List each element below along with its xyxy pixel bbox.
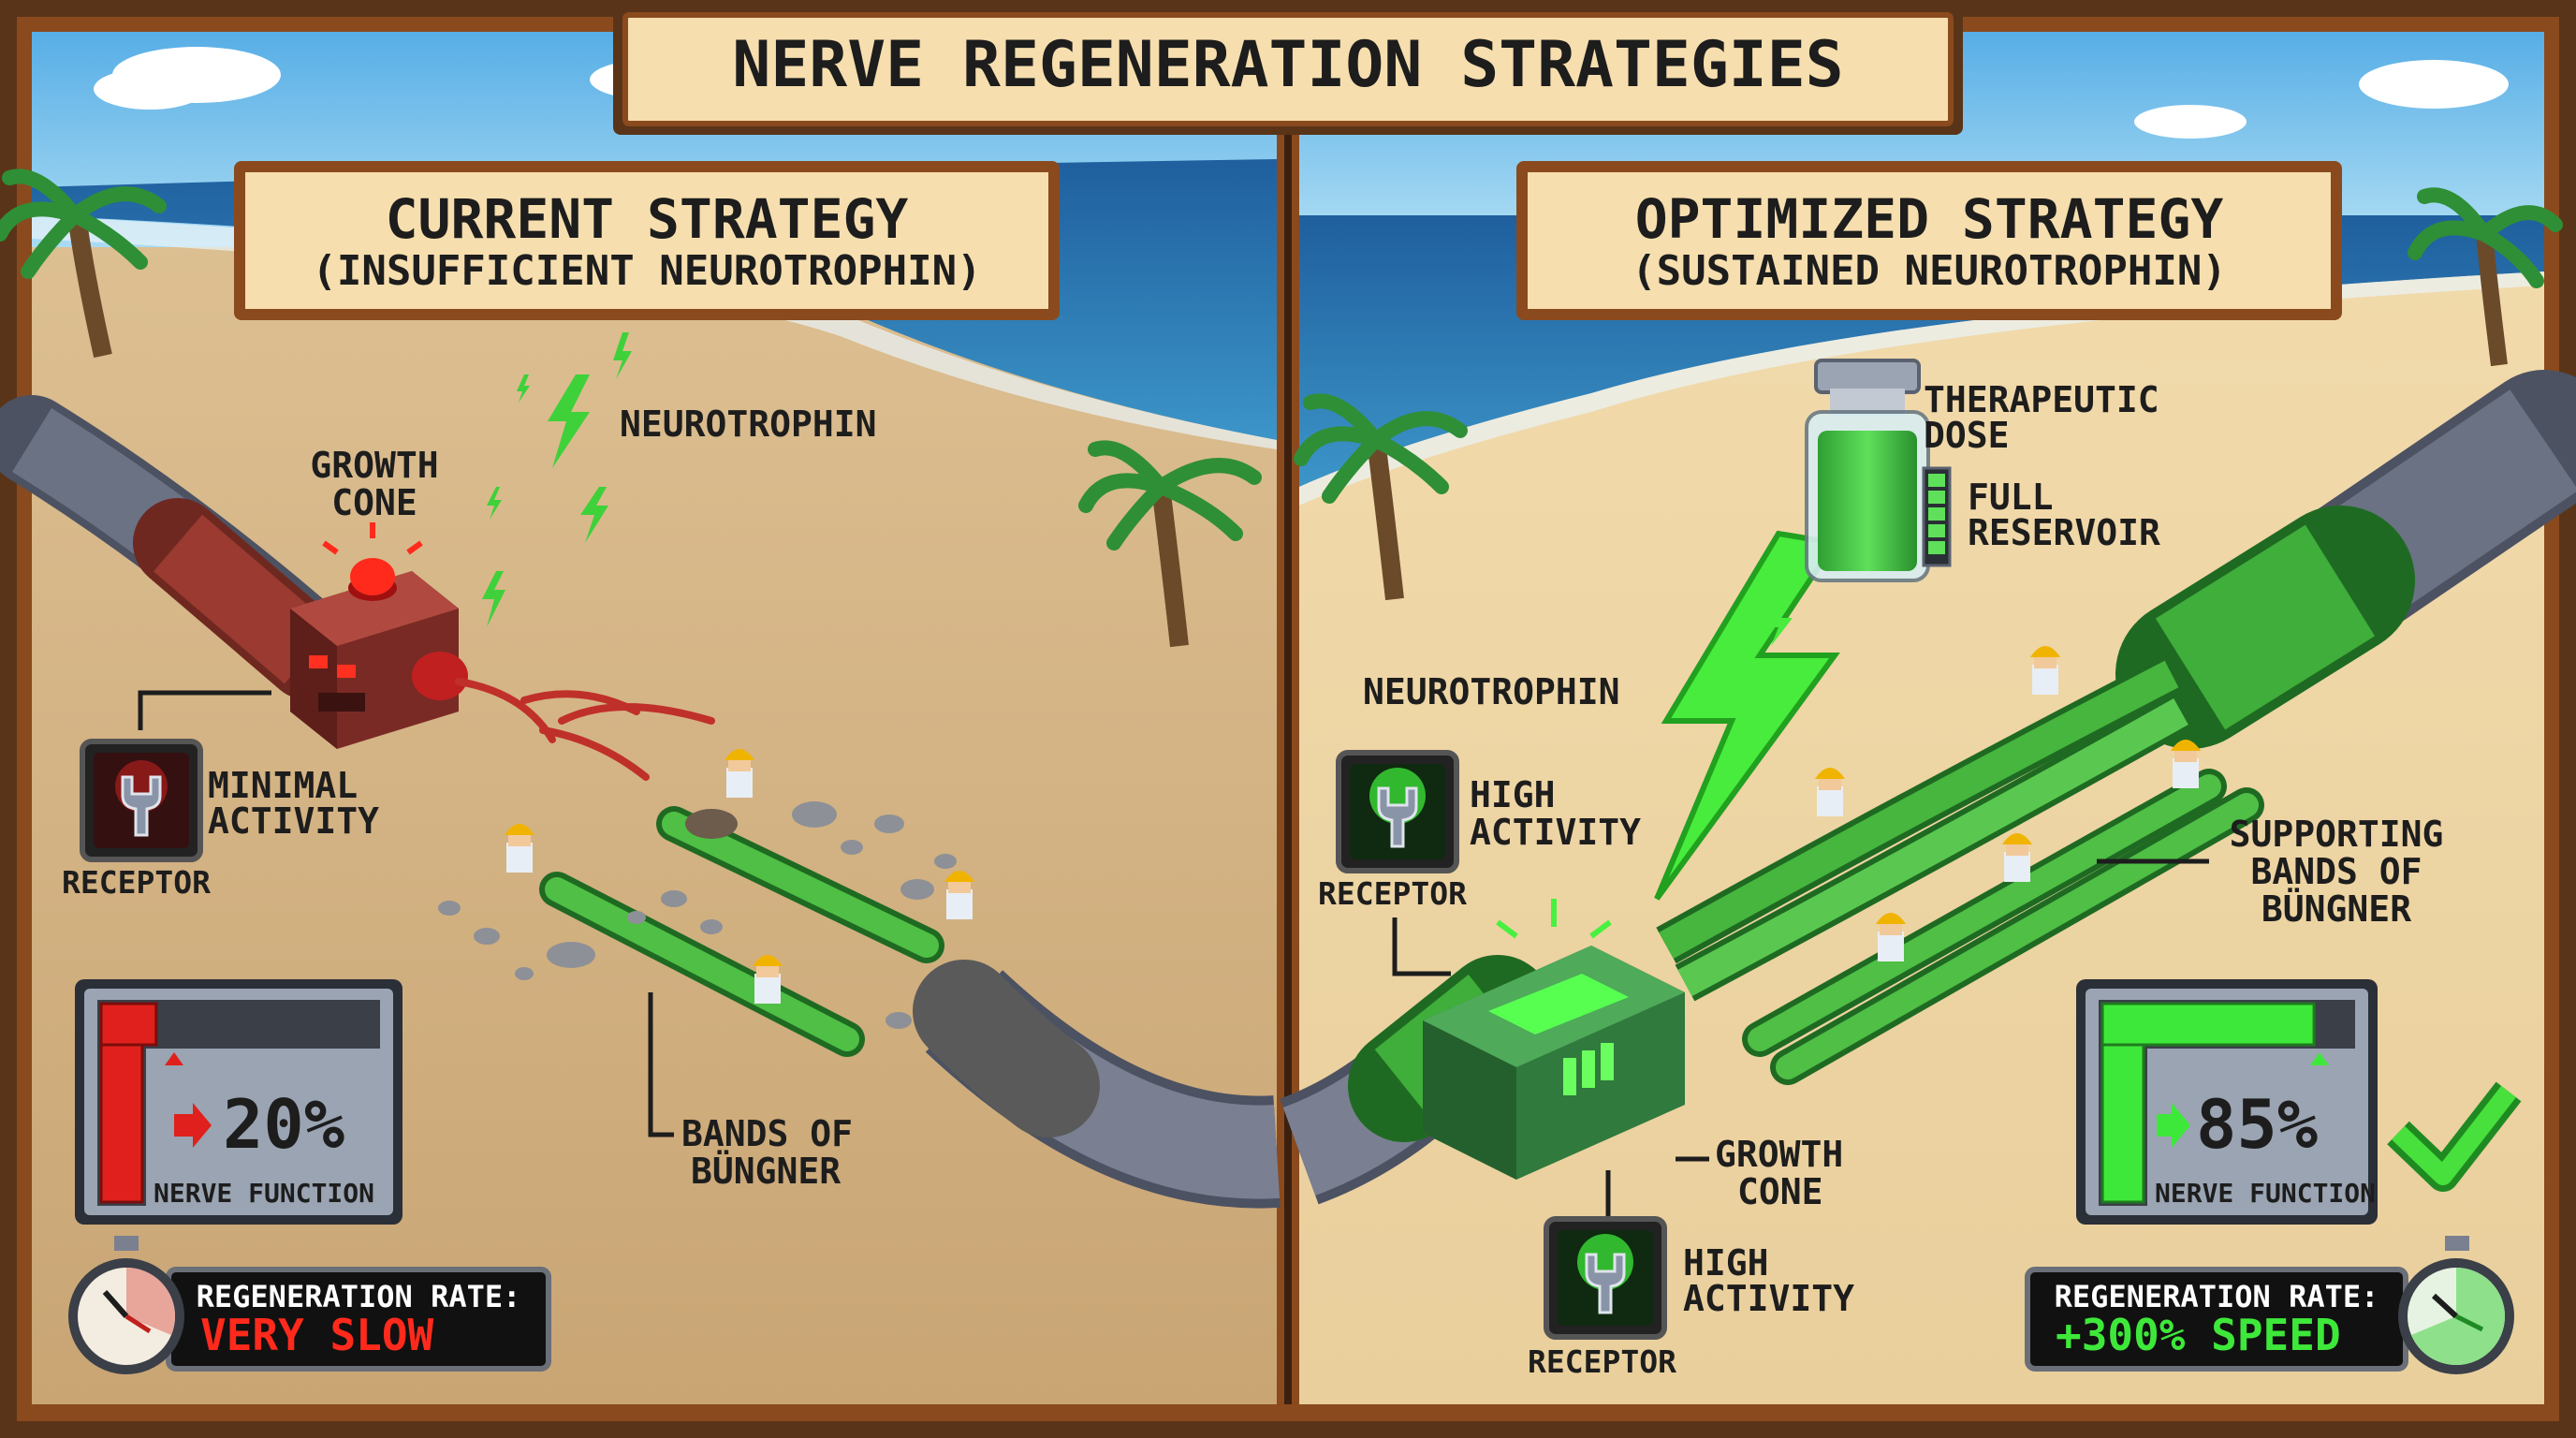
palm-tree-icon [1294,393,1468,601]
right-top-activity-line1: HIGH [1470,774,1556,815]
receptor-icon-minimal [80,739,203,862]
left-heading-line1: CURRENT STRATEGY [386,187,909,251]
left-gauge-value: 20% [223,1085,344,1164]
leader-line [1392,917,1451,976]
growth-cone-device-stalled [290,522,715,781]
right-rate-value: +300% SPEED [2056,1310,2341,1360]
left-receptor-activity-line2: ACTIVITY [208,800,379,842]
right-bottom-activity-line2: ACTIVITY [1683,1278,1854,1319]
right-growth-cone-line1: GROWTH [1715,1134,1843,1175]
worker-icon [944,871,974,919]
page-title: NERVE REGENERATION STRATEGIES [732,28,1843,102]
left-receptor-activity-line1: MINIMAL [208,765,358,806]
therapeutic-vial-icon [1805,359,1930,582]
left-bands-line1: BANDS OF [681,1113,853,1154]
gauge-fill-right [2100,1002,2316,1204]
dose-line2: DOSE [1924,415,2010,456]
leader-line [138,690,271,730]
active-light-icon [1488,974,1629,1034]
reservoir-level-gauge [1922,466,1952,567]
right-rate-label: REGENERATION RATE: [2055,1279,2379,1314]
right-growth-cone-line2: CONE [1737,1171,1823,1212]
dose-line1: THERAPEUTIC [1924,379,2159,420]
bands-of-bungner-sparse [539,806,944,1057]
worker-icon [2030,646,2060,695]
nerve-function-gauge-left: 20% NERVE FUNCTION [75,979,402,1225]
receptor-icon-high-bottom [1544,1216,1667,1340]
right-bottom-activity-line1: HIGH [1683,1242,1769,1284]
reservoir-line1: FULL [1968,477,2054,518]
right-top-activity-line2: ACTIVITY [1470,812,1641,853]
nerve-function-gauge-right: 85% NERVE FUNCTION [2076,979,2378,1225]
leader-line [648,992,674,1137]
worker-icon [1815,768,1845,816]
growth-cone-device-active [1423,899,1685,1180]
title-banner: NERVE REGENERATION STRATEGIES [613,4,1963,135]
gauge-level-horizontal [99,1002,158,1047]
right-panel-heading: OPTIMIZED STRATEGY (SUSTAINED NEUROTROPH… [1516,161,2342,320]
arrow-icon [2157,1103,2190,1148]
palm-tree-icon [1078,440,1262,648]
worker-icon [1876,913,1906,961]
worker-icon [2002,833,2032,882]
arrow-icon [174,1103,212,1148]
left-panel-heading: CURRENT STRATEGY (INSUFFICIENT NEUROTROP… [234,161,1060,320]
neurotrophin-sparks [482,332,632,627]
stopwatch-icon [2398,1236,2514,1374]
stopwatch-icon [68,1236,184,1374]
left-rate-value: VERY SLOW [200,1310,434,1360]
left-receptor-label: RECEPTOR [62,864,211,901]
worker-icon [724,749,754,798]
right-top-receptor-label: RECEPTOR [1318,875,1467,912]
supporting-line1: SUPPORTING [2230,814,2444,855]
receptor-icon-high-top [1336,750,1459,873]
gauge-level-horizontal [2100,1002,2316,1047]
worker-icon [753,955,783,1004]
regeneration-rate-left: REGENERATION RATE: VERY SLOW [166,1267,551,1372]
left-bands-line2: BÜNGNER [691,1151,841,1192]
gauge-fill-left [99,1002,158,1204]
reservoir-line2: RESERVOIR [1968,512,2160,553]
left-neurotrophin-label: NEUROTROPHIN [620,404,877,445]
damaged-nerve [0,395,1281,1209]
right-neurotrophin-label: NEUROTROPHIN [1363,671,1620,712]
right-gauge-caption: NERVE FUNCTION [2155,1178,2376,1209]
regeneration-rate-right: REGENERATION RATE: +300% SPEED [2025,1267,2408,1372]
palm-tree-icon [2408,187,2563,367]
left-heading-line2: (INSUFFICIENT NEUROTROPHIN) [312,247,981,295]
right-gauge-value: 85% [2196,1085,2318,1164]
axon-sprouts [455,678,715,781]
cloud [2359,60,2509,109]
left-gauge-caption: NERVE FUNCTION [154,1178,374,1209]
left-rate-label: REGENERATION RATE: [197,1279,521,1314]
supporting-line3: BÜNGNER [2261,888,2411,930]
palm-tree-icon [0,169,167,359]
left-growth-cone-line1: GROWTH [310,445,438,486]
right-heading-line2: (SUSTAINED NEUROTROPHIN) [1632,247,2227,295]
supporting-line2: BANDS OF [2250,851,2422,892]
alarm-light-icon [350,558,395,595]
rubble [438,801,957,1029]
worker-icon [2171,740,2201,788]
worker-icon [505,824,534,873]
right-heading-line1: OPTIMIZED STRATEGY [1635,187,2224,251]
right-bottom-receptor-label: RECEPTOR [1528,1343,1676,1380]
healthy-nerve [1279,370,2576,1205]
left-growth-cone-line2: CONE [331,482,417,523]
